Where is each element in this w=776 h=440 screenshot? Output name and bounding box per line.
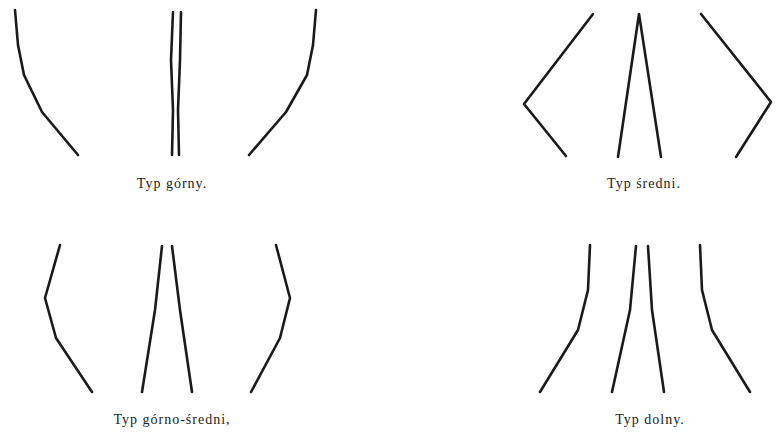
middle-line: [618, 14, 661, 157]
left-curve: [540, 245, 590, 392]
middle-line: [178, 12, 181, 155]
right-curve: [700, 245, 750, 392]
right-curve: [701, 14, 771, 157]
left-curve: [524, 14, 593, 156]
middle-line: [648, 246, 664, 392]
right-curve: [251, 245, 290, 392]
middle-line: [612, 246, 636, 392]
middle-line: [171, 12, 173, 155]
upper-middle-type-figure: [45, 245, 290, 392]
middle-type-figure: [524, 14, 771, 157]
figure-caption: Typ górny.: [137, 176, 207, 193]
lower-type-figure: [540, 245, 750, 392]
left-curve: [15, 10, 78, 155]
figure-caption: Typ dolny.: [615, 412, 685, 429]
right-curve: [249, 10, 316, 155]
upper-type-figure: [15, 10, 316, 155]
left-curve: [45, 245, 92, 392]
figure-caption: Typ górno-średni,: [113, 412, 230, 429]
middle-line: [142, 246, 162, 392]
middle-line: [172, 246, 192, 392]
figure-caption: Typ średni.: [607, 176, 681, 193]
